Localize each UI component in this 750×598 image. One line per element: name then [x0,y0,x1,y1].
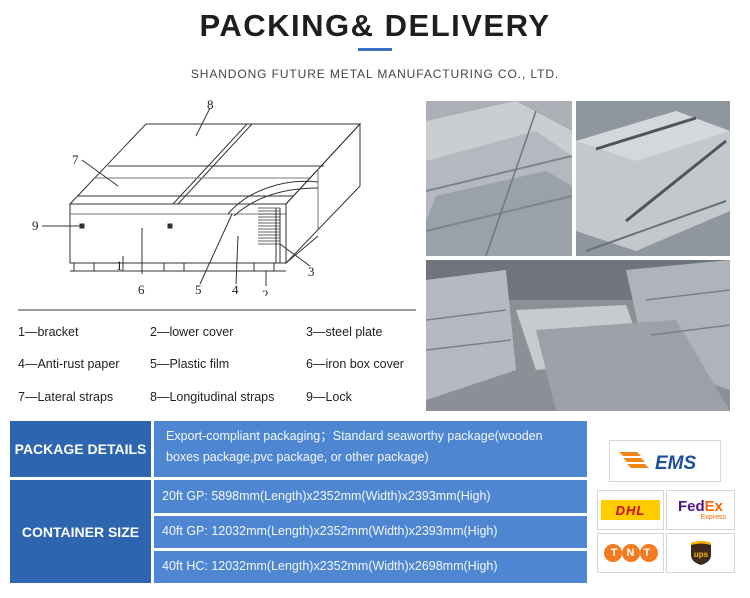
container-size-row: 40ft GP: 12032mm(Length)x2352mm(Width)x2… [154,516,587,548]
steel-sheets-photo-2 [576,101,730,256]
fedex-fed-text: Fed [677,498,705,515]
tnt-logo-text: TNT [610,547,660,559]
diagram-number-6: 6 [138,282,145,296]
legend-item: 3—steel plate [306,325,383,339]
package-details-label: PACKAGE DETAILS [10,421,151,477]
diagram-number-7: 7 [72,152,79,167]
diagram-number-5: 5 [195,282,202,296]
diagram-number-4: 4 [232,282,239,296]
diagram-number-8: 8 [207,97,214,112]
container-size-row: 40ft HC: 12032mm(Length)x2352mm(Width)x2… [154,551,587,583]
legend-item: 2—lower cover [150,325,234,339]
legend-item: 1—bracket [18,325,79,339]
dhl-logo-text: DHL [615,502,646,518]
title-underline [358,48,392,51]
legend-item: 9—Lock [306,390,352,404]
company-name: SHANDONG FUTURE METAL MANUFACTURING CO.,… [190,67,560,81]
container-size-row: 20ft GP: 5898mm(Length)x2352mm(Width)x23… [154,480,587,513]
legend-item: 7—Lateral straps [18,390,114,404]
divider [18,309,416,311]
packing-diagram: 1 2 3 4 5 6 7 8 9 [32,97,362,296]
tnt-logo: TNT [597,533,664,573]
legend-item: 5—Plastic film [150,357,230,371]
diagram-number-1: 1 [116,258,123,273]
page-title: PACKING& DELIVERY [199,8,551,43]
diagram-number-9: 9 [32,218,39,233]
container-size-label: CONTAINER SIZE [10,480,151,583]
legend-item: 4—Anti-rust paper [18,357,120,371]
legend-item: 8—Longitudinal straps [150,390,275,404]
package-details-text: Export-compliant packaging；Standard seaw… [154,421,587,477]
warehouse-photo [426,260,730,411]
ups-logo-text: ups [693,550,708,559]
fedex-ex-text: Ex [704,498,724,515]
legend-item: 6—iron box cover [306,357,404,371]
ups-logo: ups [666,533,735,573]
diagram-number-3: 3 [308,264,315,279]
ems-logo-text: EMS [655,453,697,474]
ems-logo: EMS [609,440,721,482]
dhl-logo: DHL [597,490,664,530]
fedex-logo: FedEx Express [666,490,735,530]
fedex-express-text: Express [700,514,726,521]
steel-sheets-photo-1 [426,101,572,256]
diagram-number-2: 2 [262,287,269,296]
